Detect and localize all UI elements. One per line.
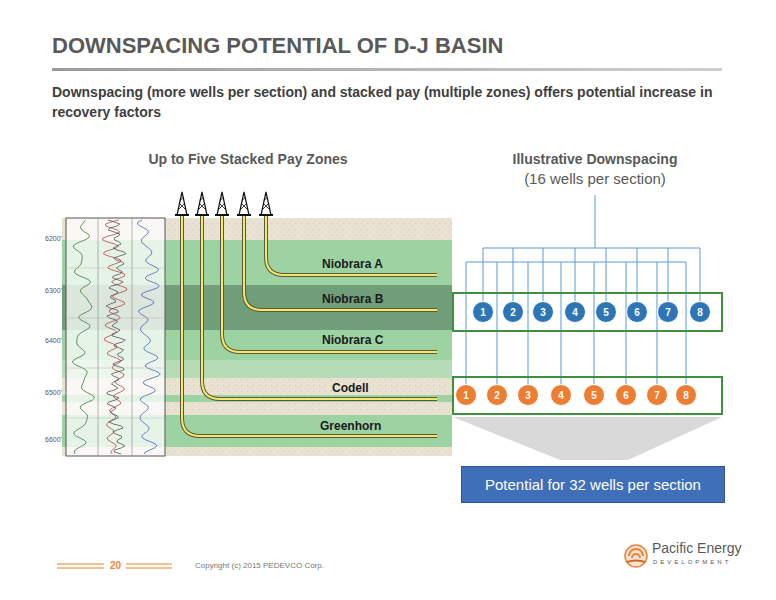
well-number: 3 xyxy=(540,307,546,318)
well-number: 2 xyxy=(494,390,500,401)
node-label: Greenhorn xyxy=(320,419,381,433)
well-circle: 8 xyxy=(675,384,697,406)
depth-mark: 6600' xyxy=(45,436,62,443)
derrick-icons xyxy=(175,192,273,215)
pay-zone-band: Greenhorn xyxy=(318,419,383,433)
well-number: 5 xyxy=(603,307,609,318)
well-number: 6 xyxy=(634,307,640,318)
title-rule xyxy=(52,68,722,71)
well-log xyxy=(66,218,165,456)
well-circle: 3 xyxy=(532,301,554,323)
well-circle: 1 xyxy=(455,384,477,406)
well-circle: 2 xyxy=(502,301,524,323)
node-label: Codell xyxy=(332,381,369,395)
well-circle: 5 xyxy=(595,301,617,323)
slide-title: DOWNSPACING POTENTIAL OF D-J BASIN xyxy=(52,33,503,59)
section-heading: Up to Five Stacked Pay Zones xyxy=(148,151,347,167)
funnel-shape xyxy=(453,417,722,460)
well-number: 3 xyxy=(525,390,531,401)
page-number: 20 xyxy=(110,560,121,571)
copyright-note: Copyright (c) 2015 PEDEVCO Corp. xyxy=(195,561,324,570)
logo-wordmark: Pacific Energy xyxy=(652,540,741,556)
well-circle: 7 xyxy=(646,384,668,406)
well-number: 8 xyxy=(697,307,703,318)
wellbores xyxy=(182,215,437,436)
well-circle: 4 xyxy=(564,301,586,323)
well-circle: 7 xyxy=(657,301,679,323)
logo-icon xyxy=(625,545,647,567)
node-label: Niobrara C xyxy=(322,333,383,347)
node-label: Potential for 32 wells per section xyxy=(476,476,710,493)
row-frame xyxy=(453,377,722,414)
well-number: 7 xyxy=(665,307,671,318)
depth-mark: 6500' xyxy=(45,389,62,396)
well-number: 4 xyxy=(558,390,564,401)
well-number: 5 xyxy=(591,390,597,401)
well-circle: 2 xyxy=(486,384,508,406)
rock-section xyxy=(62,218,452,456)
well-circle: 6 xyxy=(626,301,648,323)
well-circle: 3 xyxy=(517,384,539,406)
callout-box: Potential for 32 wells per section xyxy=(461,466,725,503)
section-heading: Illustrative Downspacing xyxy=(513,151,678,167)
well-number: 6 xyxy=(623,390,629,401)
well-number: 1 xyxy=(480,307,486,318)
node-label: Niobrara A xyxy=(322,257,383,271)
well-number: 2 xyxy=(510,307,516,318)
well-circle: 1 xyxy=(472,301,494,323)
section-subheading: (16 wells per section) xyxy=(524,170,666,187)
node-label: Niobrara B xyxy=(322,292,383,306)
well-number: 8 xyxy=(683,390,689,401)
well-number: 4 xyxy=(572,307,578,318)
well-circle: 5 xyxy=(583,384,605,406)
depth-mark: 6400' xyxy=(45,337,62,344)
pay-zone-band: Niobrara B xyxy=(320,292,385,306)
depth-mark: 6200' xyxy=(45,235,62,242)
spacing-bracket xyxy=(466,195,700,384)
logo-tagline: DEVELOPMENT xyxy=(653,559,731,565)
pay-zone-band: Codell xyxy=(330,381,371,395)
pay-zone-band: Niobrara A xyxy=(320,257,385,271)
depth-mark: 6300' xyxy=(45,287,62,294)
pay-zone-band: Niobrara C xyxy=(320,333,385,347)
row-frame xyxy=(453,293,722,331)
well-number: 1 xyxy=(463,390,469,401)
well-circle: 4 xyxy=(550,384,572,406)
well-circle: 8 xyxy=(689,301,711,323)
subtitle-text: Downspacing (more wells per section) and… xyxy=(52,82,742,122)
well-number: 7 xyxy=(654,390,660,401)
well-circle: 6 xyxy=(615,384,637,406)
